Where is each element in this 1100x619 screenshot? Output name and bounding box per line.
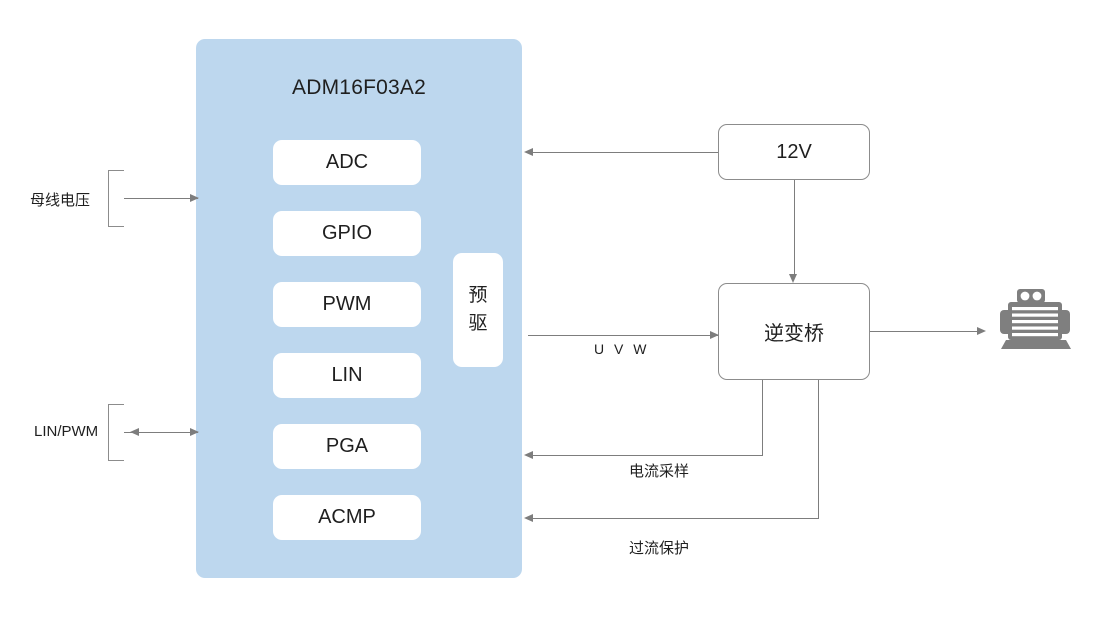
overcurrent-line	[528, 518, 819, 520]
peripheral-block-lin[interactable]: LIN	[273, 353, 421, 398]
inverter-to-motor-arrow-icon	[977, 327, 986, 335]
uvw-label: U V W	[594, 341, 650, 357]
peripheral-block-pga[interactable]: PGA	[273, 424, 421, 469]
uvw-arrow-icon	[710, 331, 719, 339]
mcu-title: ADM16F03A2	[292, 76, 426, 99]
supply-to-inverter-arrow-icon	[789, 274, 797, 283]
peripheral-block-adc[interactable]: ADC	[273, 140, 421, 185]
predriver-label-line2: 驱	[468, 313, 488, 334]
current-sense-label: 电流采样	[629, 463, 690, 480]
overcurrent-drop-line	[818, 380, 820, 519]
peripheral-block-gpio[interactable]: GPIO	[273, 211, 421, 256]
bus-voltage-arrow-icon	[190, 194, 199, 202]
current-sense-arrow-icon	[524, 451, 533, 459]
current-sense-line	[528, 455, 763, 457]
inverter-bridge-box[interactable]: 逆变桥	[718, 283, 870, 380]
uvw-line	[528, 335, 718, 337]
motor-icon	[996, 288, 1076, 350]
bus-voltage-label: 母线电压	[30, 192, 91, 209]
peripheral-block-predriver[interactable]: 预 驱	[453, 253, 503, 367]
supply-to-mcu-arrow-icon	[524, 148, 533, 156]
bus-voltage-bracket	[108, 170, 124, 227]
lin-pwm-line	[124, 432, 198, 434]
lin-pwm-arrow-left-icon	[130, 428, 139, 436]
supply-to-mcu-line	[528, 152, 718, 154]
lin-pwm-arrow-right-icon	[190, 428, 199, 436]
overcurrent-label: 过流保护	[629, 540, 690, 557]
lin-pwm-bracket	[108, 404, 124, 461]
inverter-to-motor-line	[870, 331, 982, 333]
peripheral-block-acmp[interactable]: ACMP	[273, 495, 421, 540]
lin-pwm-label: LIN/PWM	[34, 423, 99, 440]
current-sense-drop-line	[762, 380, 764, 456]
bus-voltage-line	[124, 198, 198, 200]
power-supply-12v-box[interactable]: 12V	[718, 124, 870, 180]
supply-to-inverter-line	[794, 180, 796, 274]
overcurrent-arrow-icon	[524, 514, 533, 522]
peripheral-block-pwm[interactable]: PWM	[273, 282, 421, 327]
predriver-label-line1: 预	[468, 285, 488, 307]
